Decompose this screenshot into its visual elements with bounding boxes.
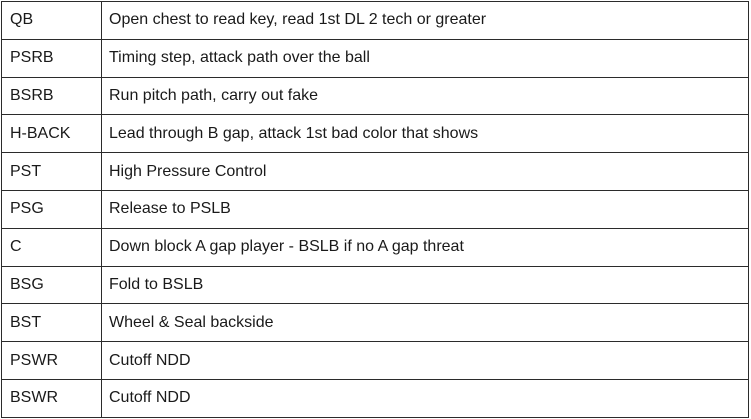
table-row: PSWR Cutoff NDD xyxy=(1,341,749,380)
position-cell: PSRB xyxy=(1,38,102,78)
position-cell: C xyxy=(1,227,102,267)
position-cell: QB xyxy=(1,1,102,40)
assignment-cell: Release to PSLB xyxy=(101,189,749,229)
assignment-cell: Run pitch path, carry out fake xyxy=(101,76,749,116)
position-cell: PSG xyxy=(1,189,102,229)
table-row: H-BACK Lead through B gap, attack 1st ba… xyxy=(1,114,749,154)
table-row: BST Wheel & Seal backside xyxy=(1,303,749,343)
assignment-cell: Lead through B gap, attack 1st bad color… xyxy=(101,114,749,154)
table-row: PSRB Timing step, attack path over the b… xyxy=(1,38,749,78)
table-row: BSWR Cutoff NDD xyxy=(1,378,749,418)
assignment-cell: Fold to BSLB xyxy=(101,265,749,305)
assignment-cell: Cutoff NDD xyxy=(101,341,749,380)
position-cell: BSRB xyxy=(1,76,102,116)
assignment-cell: Timing step, attack path over the ball xyxy=(101,38,749,78)
position-cell: H-BACK xyxy=(1,114,102,154)
position-cell: PST xyxy=(1,152,102,191)
table-row: QB Open chest to read key, read 1st DL 2… xyxy=(1,1,749,40)
assignment-cell: Down block A gap player - BSLB if no A g… xyxy=(101,227,749,267)
position-cell: BSWR xyxy=(1,378,102,418)
assignment-cell: High Pressure Control xyxy=(101,152,749,191)
table-row: PSG Release to PSLB xyxy=(1,189,749,229)
position-cell: PSWR xyxy=(1,341,102,380)
assignment-cell: Wheel & Seal backside xyxy=(101,303,749,343)
assignment-cell: Open chest to read key, read 1st DL 2 te… xyxy=(101,1,749,40)
table-row: BSG Fold to BSLB xyxy=(1,265,749,305)
position-cell: BST xyxy=(1,303,102,343)
table-row: C Down block A gap player - BSLB if no A… xyxy=(1,227,749,267)
table-row: PST High Pressure Control xyxy=(1,152,749,191)
position-cell: BSG xyxy=(1,265,102,305)
assignment-cell: Cutoff NDD xyxy=(101,378,749,418)
table-row: BSRB Run pitch path, carry out fake xyxy=(1,76,749,116)
